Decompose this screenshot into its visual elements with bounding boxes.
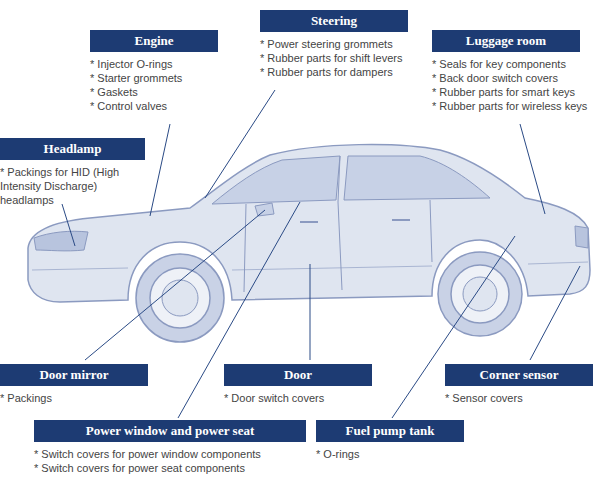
part-item: * Switch covers for power seat component… — [34, 461, 306, 475]
item-list: * Packings for HID (High Intensity Disch… — [0, 160, 148, 207]
section-heading: Headlamp — [0, 138, 145, 160]
part-item: * Rubber parts for shift levers — [260, 51, 408, 65]
part-item: * Control valves — [90, 99, 218, 113]
callout-group: Corner sensor * Sensor covers — [445, 364, 593, 405]
part-item: * Starter grommets — [90, 71, 218, 85]
section-heading: Luggage room — [432, 30, 580, 52]
part-item: * Rubber parts for dampers — [260, 65, 408, 79]
item-list: * Switch covers for power window compone… — [34, 442, 306, 475]
callout-group: Power window and power seat * Switch cove… — [34, 420, 306, 475]
part-item: * O-rings — [316, 447, 464, 461]
part-item: * Gaskets — [90, 85, 218, 99]
section-heading: Door — [224, 364, 372, 386]
callout-group: Door * Door switch covers — [224, 364, 372, 405]
item-list: * Seals for key components* Back door sw… — [432, 52, 587, 113]
callout-group: Engine* Injector O-rings* Starter gromme… — [90, 30, 218, 113]
part-item: * Injector O-rings — [90, 57, 218, 71]
part-item: * Door switch covers — [224, 391, 372, 405]
part-item: * Sensor covers — [445, 391, 593, 405]
part-item: * Back door switch covers — [432, 71, 587, 85]
callout-group: Fuel pump tank * O-rings — [316, 420, 464, 461]
part-item: * Packings — [0, 391, 148, 405]
item-list: * Injector O-rings* Starter grommets* Ga… — [90, 52, 218, 113]
item-list: * Packings — [0, 386, 148, 405]
section-heading: Fuel pump tank — [316, 420, 464, 442]
section-heading: Steering — [260, 10, 408, 32]
item-list: * Power steering grommets* Rubber parts … — [260, 32, 408, 79]
section-heading: Corner sensor — [445, 364, 593, 386]
item-list: * Door switch covers — [224, 386, 372, 405]
callout-group: Headlamp * Packings for HID (High Intensi… — [0, 138, 148, 207]
callout-group: Steering* Power steering grommets* Rubbe… — [260, 10, 408, 79]
part-item: * Switch covers for power window compone… — [34, 447, 306, 461]
callout-group: Door mirror * Packings — [0, 364, 148, 405]
part-item: * Power steering grommets — [260, 37, 408, 51]
section-heading: Door mirror — [0, 364, 148, 386]
item-list: * Sensor covers — [445, 386, 593, 405]
item-list: * O-rings — [316, 442, 464, 461]
callout-group: Luggage room* Seals for key components* … — [432, 30, 587, 113]
part-item: * Seals for key components — [432, 57, 587, 71]
section-heading: Power window and power seat — [34, 420, 306, 442]
part-item: * Rubber parts for smart keys — [432, 85, 587, 99]
part-item: * Packings for HID (High Intensity Disch… — [0, 165, 148, 207]
section-heading: Engine — [90, 30, 218, 52]
part-item: * Rubber parts for wireless keys — [432, 99, 587, 113]
